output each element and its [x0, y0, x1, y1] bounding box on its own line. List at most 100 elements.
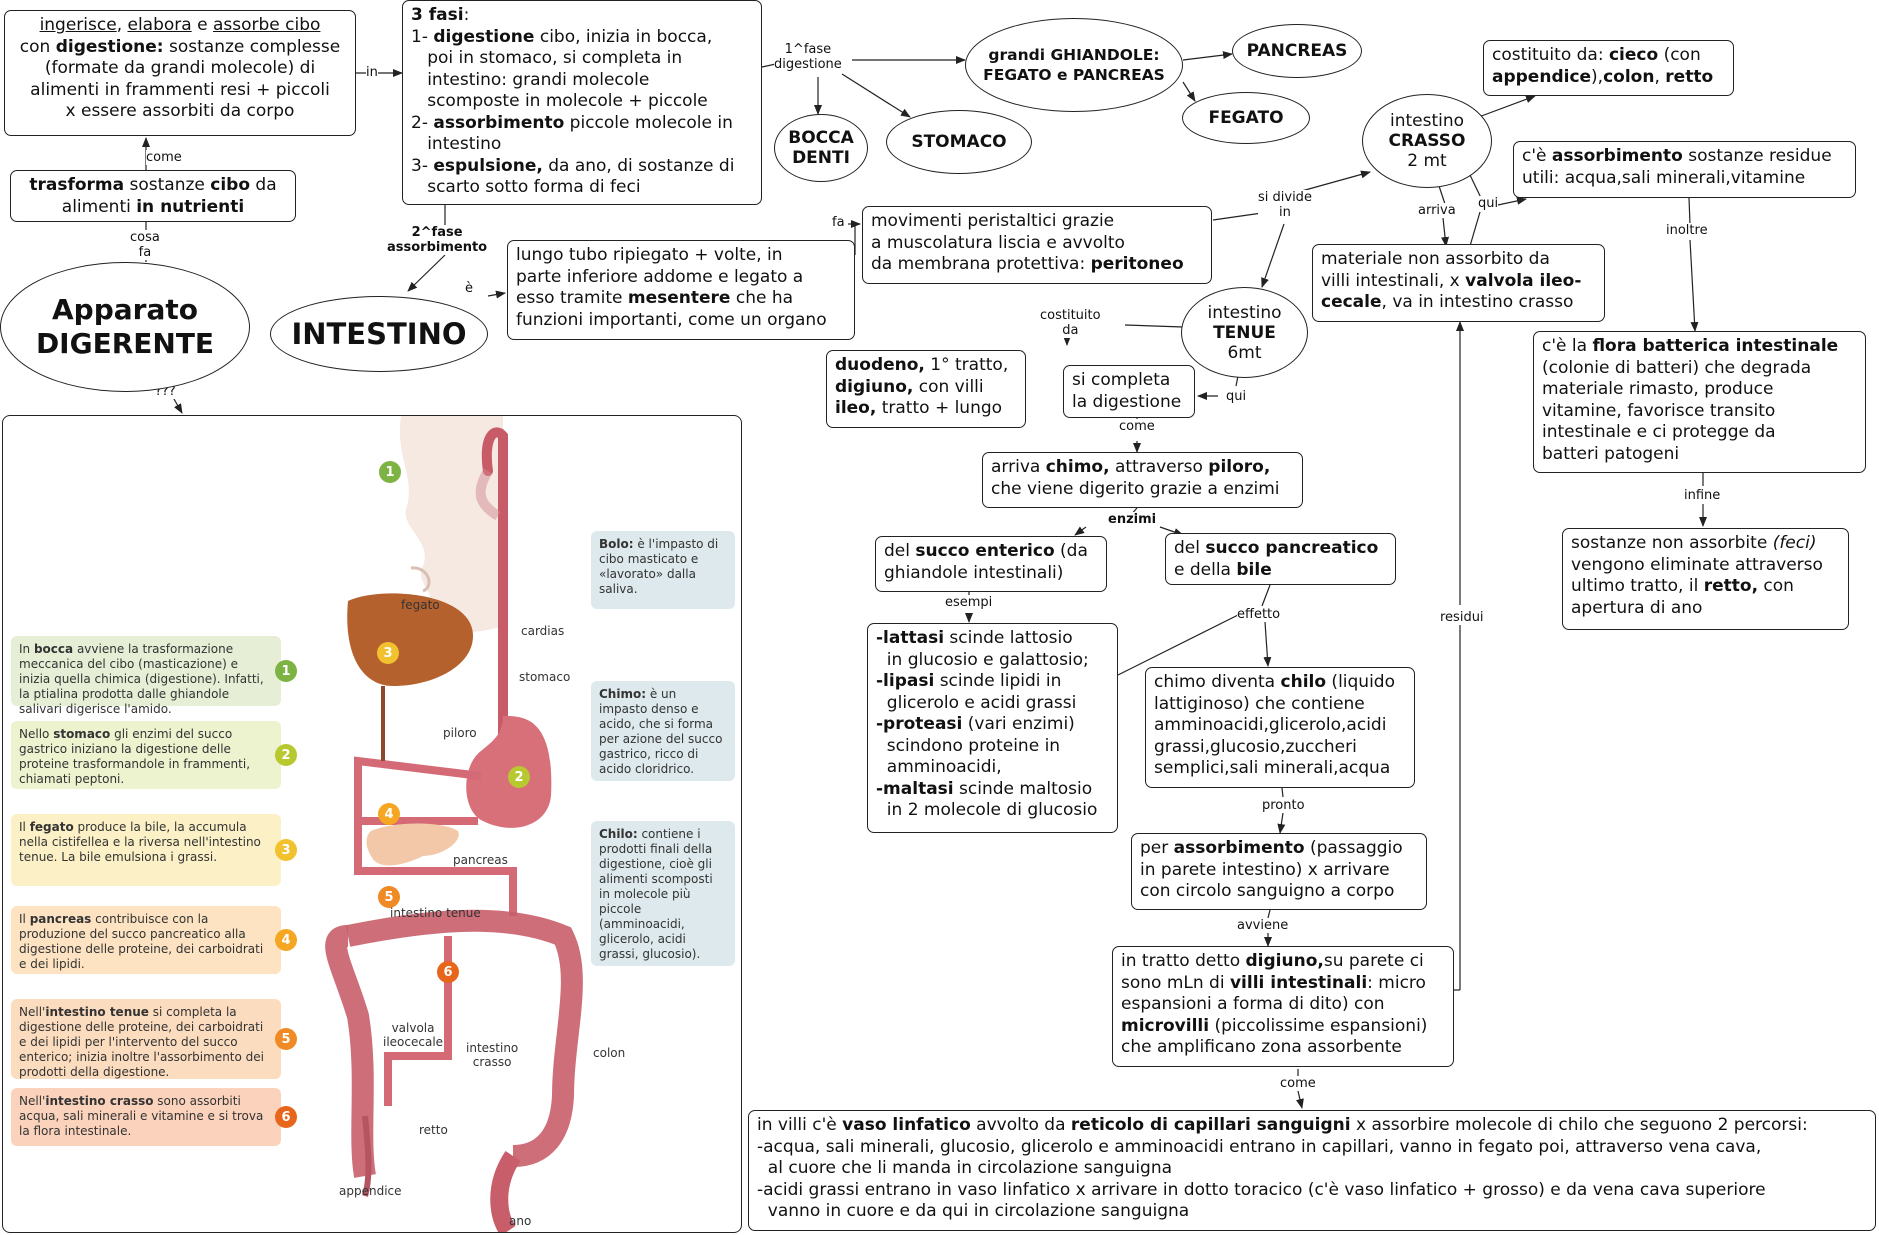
text-line: glicerolo e acidi grassi [876, 692, 1077, 713]
node-pancreas[interactable]: PANCREAS [1232, 24, 1362, 78]
organ-label-piloro: piloro [443, 726, 477, 740]
node-arriva-chimo[interactable]: arriva chimo, attraverso piloro,che vien… [982, 452, 1303, 508]
note-badge-4: 4 [275, 929, 297, 951]
text-line: che amplificano zona assorbente [1121, 1037, 1402, 1057]
text-line: scarto sotto forma di feci [411, 177, 641, 197]
label-in: in [366, 65, 378, 80]
node-pancreas-text: PANCREAS [1246, 41, 1348, 61]
organ-badge-5: 5 [378, 886, 400, 908]
text-line: digiuno, con villi [835, 376, 984, 397]
text-line: 3 fasi: [411, 5, 470, 25]
node-stomaco[interactable]: STOMACO [886, 110, 1032, 174]
text-line: lattiginoso) che contiene [1154, 693, 1365, 714]
text-line: villi intestinali, x valvola ileo- [1321, 270, 1582, 291]
node-flora-batterica[interactable]: c'è la flora batterica intestinale(colon… [1533, 331, 1866, 473]
organ-label-ano: ano [509, 1214, 532, 1228]
text-line: -lipasi scinde lipidi in [876, 671, 1062, 691]
label-come: come [146, 150, 182, 165]
text-line: amminoacidi, [876, 757, 1002, 777]
text-line: -acqua, sali minerali, glucosio, glicero… [757, 1136, 1762, 1157]
text-line: con circolo sanguigno a corpo [1140, 881, 1395, 901]
label-2-fase: 2^fase assorbimento [387, 225, 488, 255]
text-line: scomposte in molecole + piccole [411, 91, 708, 111]
note-5: Nell'intestino tenue si completa la dige… [11, 999, 281, 1079]
label-enzimi: enzimi [1108, 512, 1157, 527]
text-line: -proteasi (vari enzimi) [876, 714, 1075, 734]
label-costituito-da: costituito da [1040, 308, 1101, 338]
note-badge-3: 3 [275, 839, 297, 861]
organ-badge-1: 1 [379, 461, 401, 483]
organ-label-valvola: valvola ileocecale [383, 1021, 444, 1049]
text-line: del succo pancreatico [1174, 538, 1379, 558]
side-note-1: Bolo: è l'impasto di cibo masticato e «l… [591, 531, 735, 609]
organ-label-pancreas: pancreas [453, 853, 508, 867]
node-vaso-text: in villi c'è vaso linfatico avvolto da r… [757, 1115, 1867, 1223]
text-line: ghiandole intestinali) [884, 562, 1064, 583]
text-line: e della bile [1174, 559, 1272, 580]
text-line: al cuore che li manda in circolazione sa… [757, 1158, 1173, 1178]
node-3-fasi[interactable]: 3 fasi:1- digestione cibo, inizia in boc… [402, 0, 762, 205]
organ-label-stomaco: stomaco [519, 670, 571, 684]
text-line: (colonie di batteri) che degrada [1542, 357, 1812, 378]
label-pronto: pronto [1262, 798, 1305, 813]
text-line: semplici,sali minerali,acqua [1154, 758, 1391, 778]
note-text: Il pancreas contribuisce con la produzio… [19, 912, 264, 971]
text-line: con digestione: sostanze complesse [19, 36, 341, 57]
label-inoltre: inoltre [1666, 223, 1708, 238]
node-intestino[interactable]: INTESTINO [270, 296, 488, 372]
side-note-text: Chilo: contiene i prodotti finali della … [599, 827, 713, 961]
node-vaso-linfatico[interactable]: in villi c'è vaso linfatico avvolto da r… [748, 1110, 1876, 1231]
organ-label-retto: retto [419, 1123, 448, 1137]
node-flora-text: c'è la flora batterica intestinale(colon… [1542, 336, 1857, 465]
side-note-3: Chilo: contiene i prodotti finali della … [591, 821, 735, 966]
label-si-divide: si divide in [1258, 190, 1312, 220]
note-3: Il fegato produce la bile, la accumula n… [11, 814, 281, 886]
text-line: in tratto detto digiuno,su parete ci [1121, 951, 1424, 971]
text-line: per assorbimento (passaggio [1140, 838, 1403, 858]
note-text: In bocca avviene la trasformazione mecca… [19, 642, 264, 716]
text-line: FEGATO e PANCREAS [983, 66, 1165, 84]
text-line: 1- digestione cibo, inizia in bocca, [411, 26, 713, 47]
label-avviene: avviene [1237, 918, 1289, 933]
text-line: del succo enterico (da [884, 541, 1088, 561]
node-fegato[interactable]: FEGATO [1182, 92, 1310, 144]
label-come-3: come [1280, 1076, 1316, 1091]
note-text: Il fegato produce la bile, la accumula n… [19, 820, 261, 864]
label-infine: infine [1684, 488, 1721, 503]
text-line: -acidi grassi entrano in vaso linfatico … [757, 1179, 1766, 1200]
side-note-2: Chimo: è un impasto denso e acido, che s… [591, 681, 735, 781]
node-ghiandole-text: grandi GHIANDOLE:FEGATO e PANCREAS [983, 45, 1165, 85]
text-line: espansioni a forma di dito) con [1121, 994, 1385, 1014]
node-grandi-ghiandole[interactable]: grandi GHIANDOLE:FEGATO e PANCREAS [965, 18, 1183, 112]
node-intestino-text: INTESTINO [291, 317, 467, 351]
text-line: DIGERENTE [35, 327, 215, 360]
node-feci[interactable]: sostanze non assorbite (feci)vengono eli… [1562, 528, 1849, 630]
organ-label-appendice: appendice [339, 1184, 402, 1198]
label-qui: qui [1478, 196, 1499, 211]
organ-label-colon: colon [593, 1046, 626, 1060]
text-line: grassi,glucosio,zuccheri [1154, 736, 1357, 757]
node-enzimi-list[interactable]: -lattasi scinde lattosio in glucosio e g… [867, 623, 1118, 833]
text-line: appendice),colon, retto [1492, 66, 1714, 87]
